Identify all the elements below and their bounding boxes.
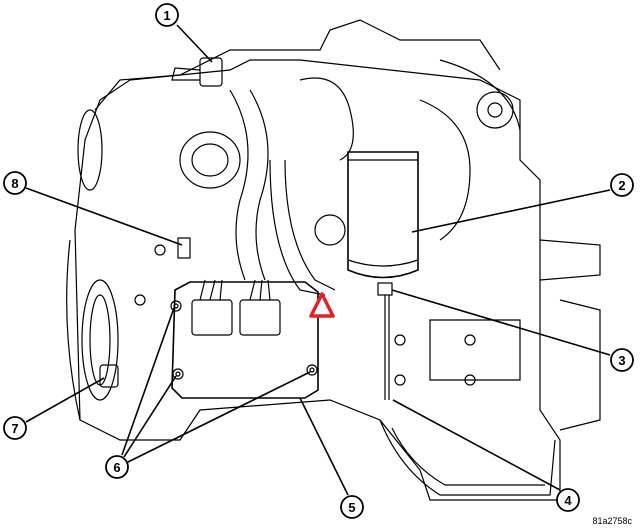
svg-text:8: 8 — [11, 176, 18, 191]
svg-text:2: 2 — [618, 178, 625, 193]
svg-text:3: 3 — [618, 353, 625, 368]
leader-lines — [25, 24, 611, 496]
callout-8: 8 — [3, 171, 27, 195]
figure-id: 81a2758c — [592, 516, 632, 526]
svg-text:4: 4 — [564, 493, 572, 508]
svg-text:7: 7 — [11, 421, 18, 436]
svg-text:1: 1 — [163, 8, 170, 23]
engine-outline — [66, 19, 601, 501]
callout-3: 3 — [610, 348, 634, 372]
warning-triangle-icon — [309, 292, 335, 318]
svg-text:6: 6 — [113, 460, 120, 475]
svg-text:5: 5 — [348, 500, 355, 515]
callout-2: 2 — [610, 173, 634, 197]
callout-6: 6 — [105, 455, 129, 479]
callout-4: 4 — [556, 488, 580, 512]
callout-5: 5 — [340, 495, 364, 519]
callout-7: 7 — [3, 416, 27, 440]
callout-1: 1 — [155, 3, 179, 27]
